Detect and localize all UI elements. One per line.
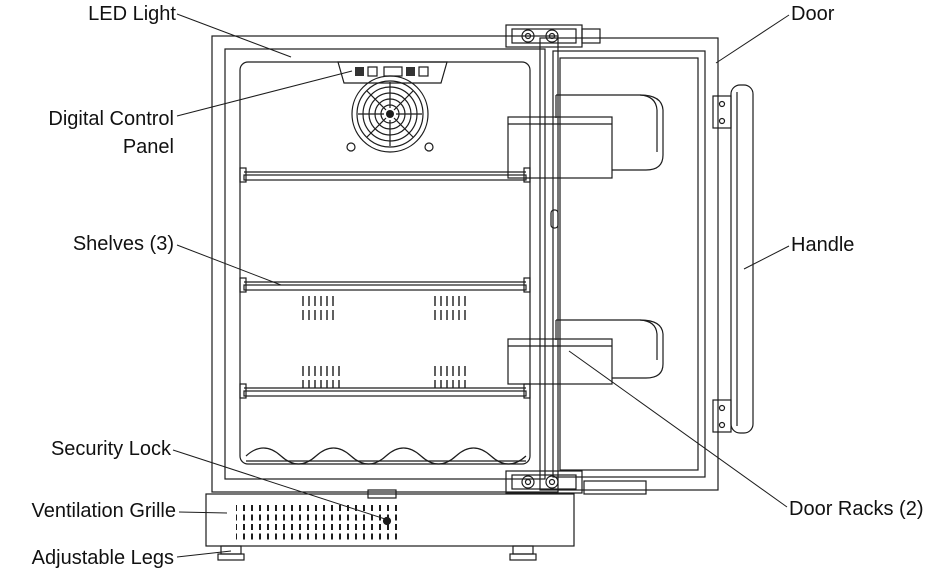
leader-door <box>715 14 790 64</box>
label-ventilation-grille: Ventilation Grille <box>31 500 176 522</box>
back-wall-vents <box>300 294 470 388</box>
fan <box>346 75 434 153</box>
leader-handle <box>743 245 790 270</box>
door-rack-upper <box>507 94 664 179</box>
bottom-bottle-rack <box>245 447 527 465</box>
label-security-lock: Security Lock <box>50 438 171 460</box>
bottom-hinge <box>505 470 647 495</box>
leader-security-lock <box>172 449 386 520</box>
adjustable-legs-right <box>509 545 537 561</box>
label-door-racks: Door Racks (2) <box>789 498 924 520</box>
label-handle: Handle <box>791 234 855 256</box>
label-shelves: Shelves (3) <box>72 233 174 255</box>
door-rack-lower <box>507 319 664 385</box>
shelf-3 <box>239 383 531 399</box>
label-door: Door <box>791 3 835 25</box>
door-handle <box>712 84 754 434</box>
leader-led-light <box>176 13 292 58</box>
leader-door-racks <box>568 350 788 508</box>
label-adjustable-legs: Adjustable Legs <box>31 547 174 569</box>
shelf-1 <box>239 167 531 183</box>
cabinet-body <box>211 35 559 493</box>
label-digital-control-panel: Digital Control Panel <box>48 108 174 158</box>
top-hinge <box>505 24 601 48</box>
adjustable-legs-left <box>217 545 245 561</box>
shelf-2 <box>239 277 531 293</box>
ventilation-grille-panel <box>205 489 575 547</box>
leader-adjustable-legs <box>176 550 232 558</box>
door-panel <box>539 37 719 491</box>
security-lock <box>382 516 392 526</box>
leader-shelves <box>176 244 282 286</box>
leader-digital-control-panel <box>176 70 353 117</box>
digital-control-panel <box>337 61 448 84</box>
label-led-light: LED Light <box>88 3 176 25</box>
leader-ventilation-grille <box>178 511 228 514</box>
door-catch <box>550 209 559 229</box>
leader-lines <box>172 13 790 558</box>
